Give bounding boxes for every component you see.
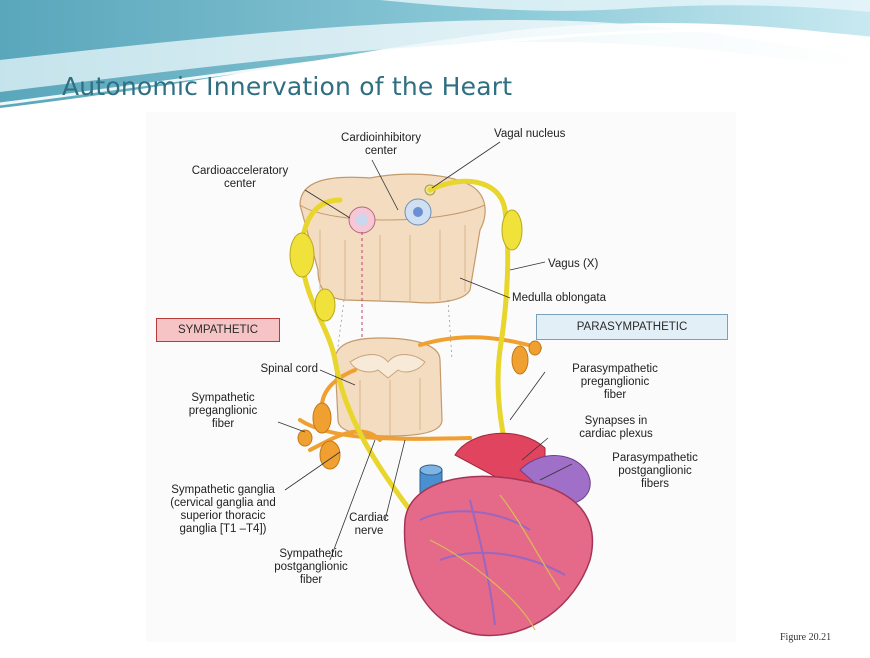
label-medulla-oblongata: Medulla oblongata	[512, 292, 672, 305]
label-parasympathetic-preganglionic: Parasympathetic preganglionic fiber	[540, 363, 690, 402]
slide-title: Autonomic Innervation of the Heart	[62, 72, 512, 101]
sympathetic-box: SYMPATHETIC	[156, 318, 280, 342]
medulla-oblongata-shape	[300, 174, 485, 303]
label-sympathetic-ganglia: Sympathetic ganglia (cervical ganglia an…	[148, 484, 298, 536]
label-cardioinhibitory-center: Cardioinhibitory center	[306, 132, 456, 158]
label-cardioacceleratory-center: Cardioacceleratory center	[166, 165, 314, 191]
spinal-cord-shape	[335, 338, 442, 436]
label-sympathetic-postganglionic: Sympathetic postganglionic fiber	[246, 548, 376, 587]
label-cardiac-nerve: Cardiac nerve	[334, 512, 404, 538]
label-sympathetic-preganglionic: Sympathetic preganglionic fiber	[168, 392, 278, 431]
label-vagus: Vagus (X)	[548, 258, 638, 271]
label-synapses-cardiac-plexus: Synapses in cardiac plexus	[546, 415, 686, 441]
parasympathetic-box: PARASYMPATHETIC	[536, 314, 728, 340]
label-vagal-nucleus: Vagal nucleus	[494, 128, 614, 141]
label-spinal-cord: Spinal cord	[200, 363, 318, 376]
label-parasympathetic-postganglionic: Parasympathetic postganglionic fibers	[580, 452, 730, 491]
figure-caption: Figure 20.21	[780, 632, 831, 643]
